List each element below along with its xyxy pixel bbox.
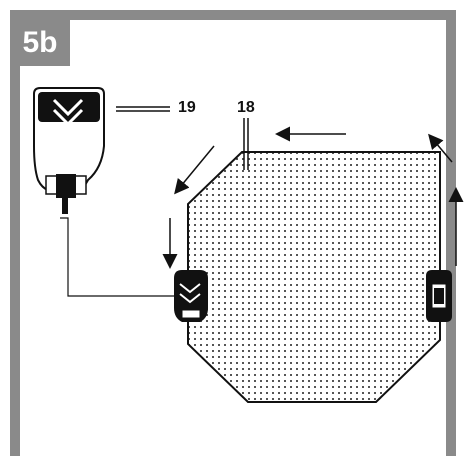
robot-mower-icon: [174, 270, 208, 322]
callout-19: 19: [178, 99, 196, 116]
direction-arrow-icon: [428, 133, 453, 163]
callout-18: 18: [237, 99, 255, 116]
direction-arrows: [162, 126, 464, 269]
callout-lines: [116, 106, 249, 170]
figure-badge: 5b: [10, 20, 70, 66]
figure-frame: [10, 10, 456, 456]
charging-station-icon: [33, 87, 105, 214]
boundary-wire: [60, 217, 188, 297]
robot-mower-icon: [426, 270, 452, 322]
boundary-area: [187, 151, 441, 403]
direction-arrow-icon: [174, 145, 215, 195]
